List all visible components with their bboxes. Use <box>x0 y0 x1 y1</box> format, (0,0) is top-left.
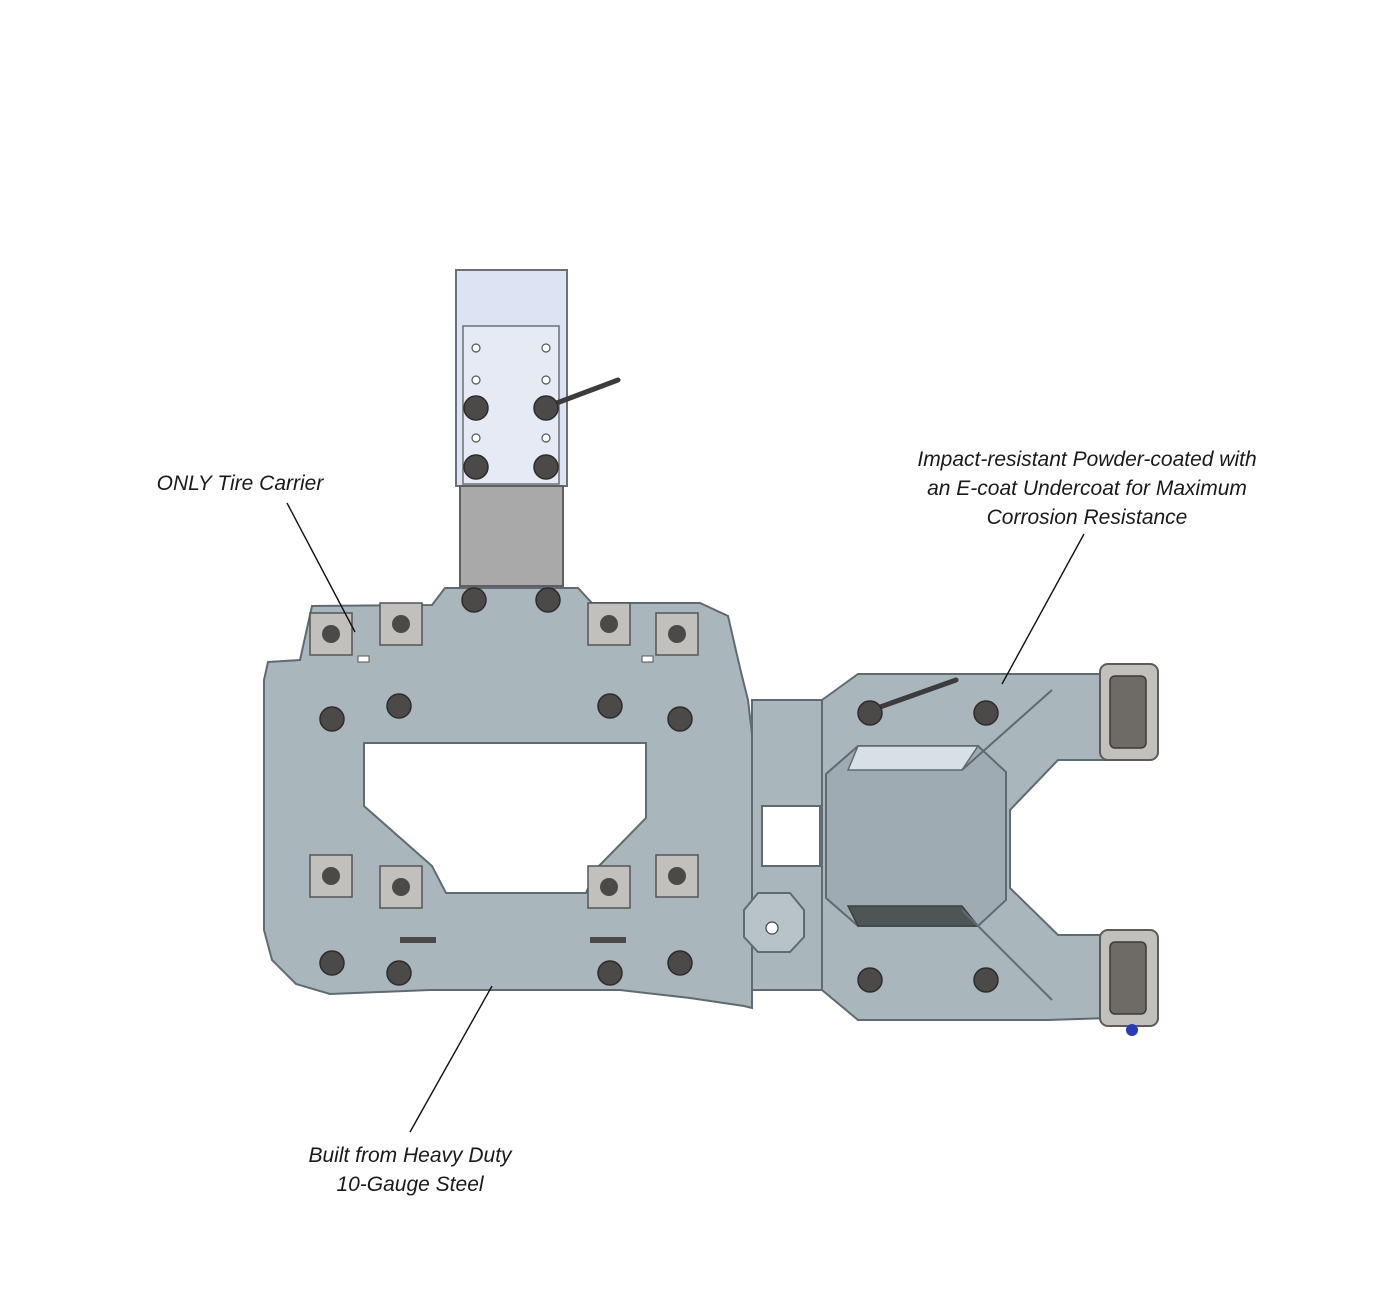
bolt <box>463 395 489 421</box>
bolt-pad <box>309 612 353 656</box>
bolt <box>857 700 883 726</box>
bolt-pad <box>587 602 631 646</box>
callout-line: Impact-resistant Powder-coated with <box>917 448 1257 471</box>
bolt <box>533 454 559 480</box>
bolt-pad <box>587 865 631 909</box>
bolt-pad <box>379 602 423 646</box>
bolt <box>535 587 561 613</box>
callout-line: 10-Gauge Steel <box>336 1173 484 1196</box>
yoke-bottom-face <box>846 905 980 927</box>
callout-line: an E-coat Undercoat for Maximum <box>927 477 1247 500</box>
yoke-rib-lower <box>961 909 1053 1001</box>
bolt <box>319 950 345 976</box>
tab-left <box>357 655 370 663</box>
bolt <box>386 693 412 719</box>
bolt <box>667 706 693 732</box>
yoke-center-box <box>825 745 1007 927</box>
bolt <box>857 967 883 993</box>
callout-coating: Impact-resistant Powder-coated with an E… <box>880 445 1294 532</box>
bolt-pad <box>655 612 699 656</box>
hinge-upper <box>1099 663 1159 761</box>
bolt-pad <box>379 865 423 909</box>
leader-coating <box>1001 533 1085 685</box>
bolt <box>667 950 693 976</box>
callout-tire-carrier: ONLY Tire Carrier <box>140 469 340 498</box>
slot-left <box>400 937 436 943</box>
bolt <box>973 967 999 993</box>
bolt <box>319 706 345 732</box>
tube-holes <box>471 343 551 443</box>
callout-line: ONLY Tire Carrier <box>156 472 324 495</box>
hinge-lower <box>1099 929 1159 1036</box>
connector-window <box>761 805 821 867</box>
bolt <box>533 395 559 421</box>
leader-tire-carrier <box>286 502 356 633</box>
callout-steel: Built from Heavy Duty 10-Gauge Steel <box>280 1141 540 1199</box>
bolt-pad <box>655 854 699 898</box>
square-pads <box>309 602 699 909</box>
tab-right <box>641 655 654 663</box>
bolt <box>973 700 999 726</box>
callout-line: Built from Heavy Duty <box>308 1144 512 1167</box>
bolt <box>463 454 489 480</box>
bolt <box>597 960 623 986</box>
cable <box>543 377 621 410</box>
yoke-top-face <box>846 745 980 771</box>
yoke-rib-upper <box>961 689 1053 771</box>
leader-steel <box>409 985 493 1133</box>
bolt <box>386 960 412 986</box>
hex-boss-hole <box>765 921 779 935</box>
mount-tube-lower <box>459 485 564 587</box>
bolt <box>461 587 487 613</box>
bolt <box>597 693 623 719</box>
bolts <box>319 395 999 993</box>
slot-right <box>590 937 626 943</box>
bolt-pad <box>309 854 353 898</box>
plate-cutout <box>363 742 647 894</box>
callout-line: Corrosion Resistance <box>986 506 1188 529</box>
